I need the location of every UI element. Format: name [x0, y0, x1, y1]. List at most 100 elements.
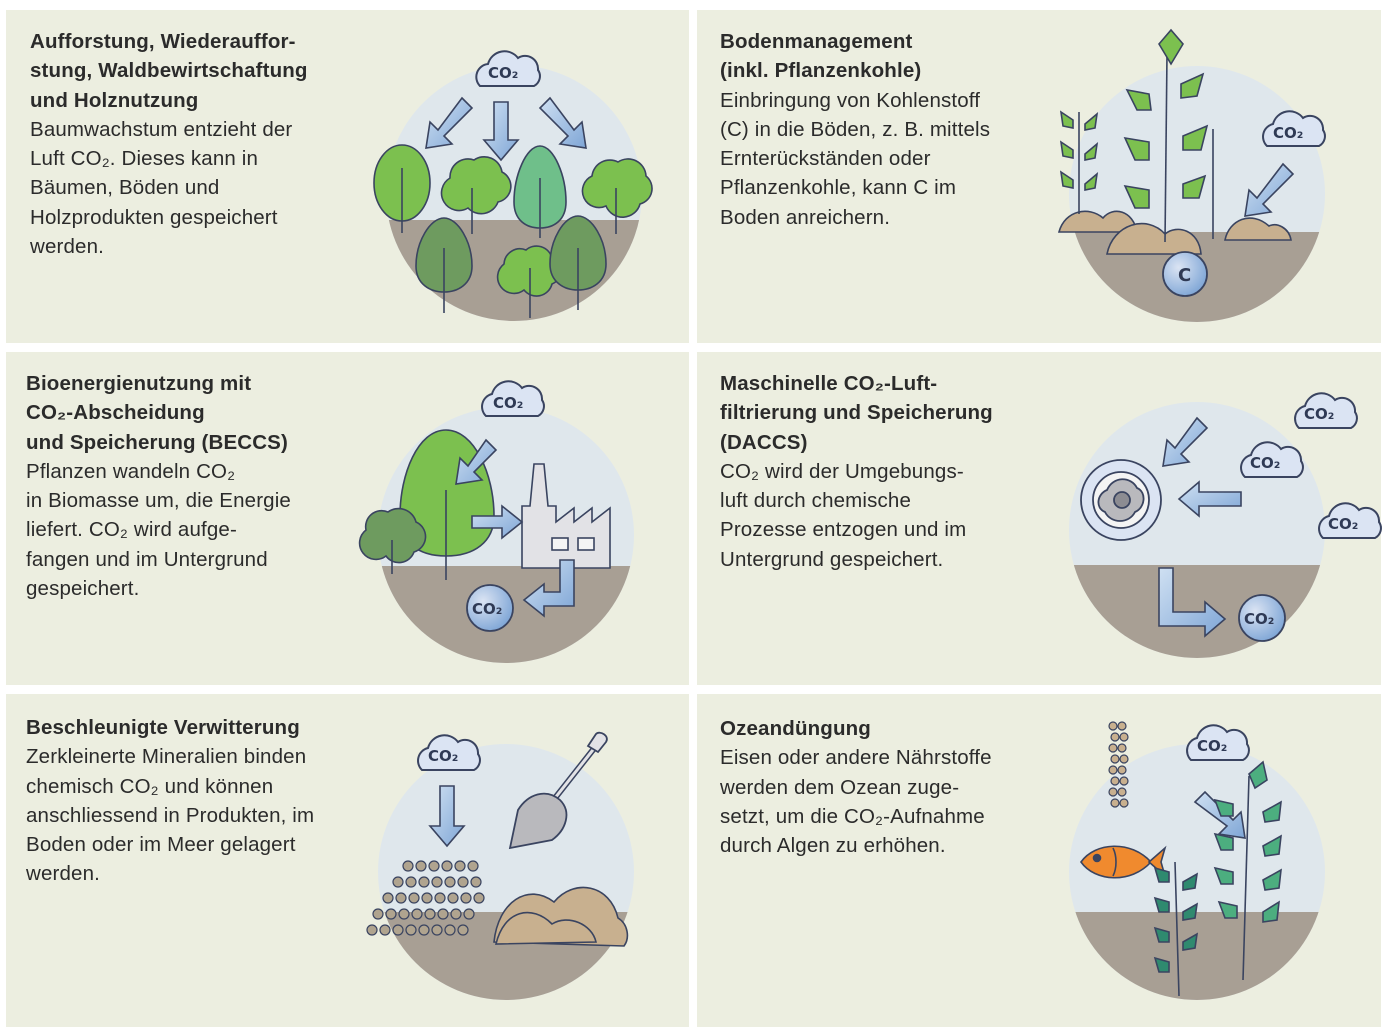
arrow-icon: [425, 96, 587, 162]
nutrient-particle: [1117, 787, 1127, 797]
ocean-illustration: CO₂: [1069, 721, 1325, 1000]
nutrient-particle: [1119, 732, 1129, 742]
co2-label: CO₂: [428, 747, 458, 765]
panel-title: Bioenergienutzung mit CO₂-Abscheidung un…: [26, 372, 288, 454]
co2-cloud-icon: CO₂: [481, 380, 545, 417]
mineral-grain: [421, 892, 433, 904]
soil-mound-icon: [1057, 210, 1292, 255]
mineral-grain: [431, 924, 443, 936]
mineral-grain: [431, 876, 443, 888]
panel-text: Ozeandüngung Eisen oder andere Nährstoff…: [720, 714, 992, 860]
panel-description: Baumwachstum entzieht der Luft CO₂. Dies…: [30, 117, 293, 259]
mineral-grain: [395, 892, 407, 904]
nutrient-particle: [1110, 732, 1120, 742]
mineral-grain: [460, 892, 472, 904]
forest-illustration: CO₂: [373, 50, 653, 321]
panel-description: Pflanzen wandeln CO₂ in Biomasse um, die…: [26, 459, 291, 601]
panel-weathering: Beschleunigte Verwitterung Zerkleinerte …: [6, 694, 689, 1027]
co2-label: CO₂: [1197, 737, 1227, 755]
co2-label: CO₂: [493, 394, 523, 412]
nutrient-particle: [1110, 798, 1120, 808]
nutrient-particle: [1108, 721, 1118, 731]
soil-illustration: CO₂ C: [1057, 28, 1326, 322]
arrow-icon: [1158, 416, 1242, 638]
arrow-icon: [455, 438, 575, 618]
panel-text: Bioenergienutzung mit CO₂-Abscheidung un…: [26, 369, 291, 603]
mineral-grain: [385, 908, 397, 920]
carbon-icon: C: [1162, 251, 1208, 297]
panel-soil-management: Bodenmanagement (inkl. Pflanzenkohle) Ei…: [697, 10, 1381, 343]
co2-label: CO₂: [488, 64, 518, 82]
mineral-grain: [437, 908, 449, 920]
nutrient-particle: [1117, 721, 1127, 731]
panel-text: Maschinelle CO₂-Luft- filtrierung und Sp…: [720, 369, 993, 574]
nutrient-particle: [1119, 776, 1129, 786]
nutrient-particle: [1110, 776, 1120, 786]
panel-title: Aufforstung, Wiederauffor- stung, Waldbe…: [30, 30, 308, 112]
co2-cloud-icon: CO₂: [475, 50, 541, 87]
daccs-illustration: CO₂ CO₂ CO₂ CO₂: [1069, 392, 1382, 658]
panel-description: CO₂ wird der Umgebungs- luft durch chemi…: [720, 459, 967, 571]
mineral-grain: [457, 924, 469, 936]
co2-label: CO₂: [472, 600, 502, 618]
nutrient-particle: [1119, 754, 1129, 764]
nutrient-particle: [1117, 765, 1127, 775]
mineral-grain: [470, 876, 482, 888]
co2-cloud-icon: CO₂ CO₂ CO₂: [1240, 392, 1382, 539]
mineral-grain: [418, 876, 430, 888]
panel-ocean-fertilization: Ozeandüngung Eisen oder andere Nährstoff…: [697, 694, 1381, 1027]
tree-icon: [373, 144, 653, 318]
co2-label: CO₂: [1273, 124, 1303, 142]
co2-label: CO₂: [1328, 515, 1358, 533]
co2-cloud-icon: CO₂: [1262, 110, 1326, 147]
mineral-grain: [405, 876, 417, 888]
nutrient-particle: [1108, 787, 1118, 797]
panel-title: Bodenmanagement (inkl. Pflanzenkohle): [720, 30, 922, 83]
mineral-grain: [447, 892, 459, 904]
nutrient-particle: [1117, 743, 1127, 753]
plant-icon: [1059, 28, 1214, 243]
mineral-grain: [405, 924, 417, 936]
panel-beccs: Bioenergienutzung mit CO₂-Abscheidung un…: [6, 352, 689, 685]
mineral-grain: [415, 860, 427, 872]
nutrient-particle: [1108, 765, 1118, 775]
panel-title: Ozeandüngung: [720, 717, 871, 740]
mineral-grain: [444, 876, 456, 888]
panel-description: Einbringung von Kohlenstoff (C) in die B…: [720, 88, 991, 229]
co2-bubble-icon: CO₂: [1238, 594, 1286, 642]
mineral-grain: [444, 924, 456, 936]
mineral-grains-icon: [366, 860, 485, 936]
mineral-grain: [434, 892, 446, 904]
co2-cloud-icon: CO₂: [417, 734, 481, 771]
mineral-grain: [411, 908, 423, 920]
nutrient-particle: [1110, 754, 1120, 764]
mineral-grain: [463, 908, 475, 920]
arrow-icon: [428, 785, 466, 848]
panel-title: Maschinelle CO₂-Luft- filtrierung und Sp…: [720, 372, 993, 454]
mineral-grain: [402, 860, 414, 872]
panel-description: Zerkleinerte Mineralien binden chemisch …: [26, 745, 315, 886]
algae-icon: [1153, 760, 1282, 997]
mineral-grain: [418, 924, 430, 936]
mineral-grain: [372, 908, 384, 920]
co2-label: CO₂: [1250, 454, 1280, 472]
mineral-grain: [398, 908, 410, 920]
mineral-grain: [366, 924, 378, 936]
co2-label: CO₂: [1304, 405, 1334, 423]
panel-text: Beschleunigte Verwitterung Zerkleinerte …: [26, 713, 314, 889]
mineral-grain: [392, 876, 404, 888]
mineral-grain: [428, 860, 440, 872]
mineral-grain: [392, 924, 404, 936]
arrow-icon: [1244, 162, 1295, 217]
mineral-grain: [454, 860, 466, 872]
panel-daccs: Maschinelle CO₂-Luft- filtrierung und Sp…: [697, 352, 1382, 685]
mineral-grain: [408, 892, 420, 904]
panel-afforestation: Aufforstung, Wiederauffor- stung, Waldbe…: [6, 10, 689, 343]
mineral-grain: [467, 860, 479, 872]
mineral-grain: [424, 908, 436, 920]
filter-icon: [1080, 459, 1162, 541]
shovel-icon: [508, 731, 608, 850]
panel-text: Bodenmanagement (inkl. Pflanzenkohle) Ei…: [720, 27, 990, 232]
nutrient-particles-icon: [1108, 721, 1129, 808]
mineral-grain: [450, 908, 462, 920]
